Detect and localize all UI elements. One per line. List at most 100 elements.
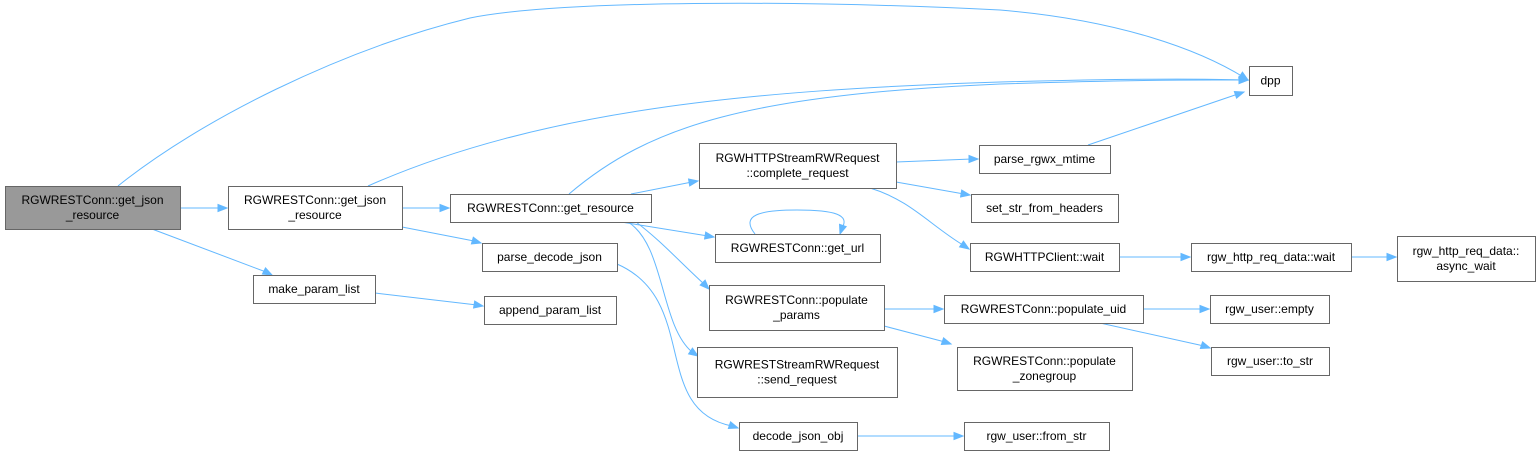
- node-rgwreststreamrwrequest-send-request[interactable]: RGWRESTStreamRWRequest::send_request: [697, 347, 898, 398]
- node-box: [1210, 295, 1330, 324]
- node-rgw-user-from-str[interactable]: rgw_user::from_str: [964, 422, 1110, 451]
- node-box: [1249, 66, 1293, 96]
- nodes-layer: RGWRESTConn::get_json_resourceRGWRESTCon…: [5, 66, 1536, 451]
- node-rgw-user-to-str[interactable]: rgw_user::to_str: [1211, 347, 1330, 376]
- node-append-param-list[interactable]: append_param_list: [484, 296, 617, 325]
- arrowhead: [687, 347, 700, 357]
- edge-n4-n9: [635, 221, 710, 290]
- node-label: async_wait: [1436, 259, 1496, 273]
- node-box: [699, 143, 897, 189]
- edge-n14-n18: [1119, 252, 1192, 262]
- node-label: make_param_list: [268, 282, 360, 296]
- edge-n8-n8: [749, 209, 848, 236]
- node-box: [971, 194, 1119, 223]
- node-rgwrestconn-populate-uid[interactable]: RGWRESTConn::populate_uid: [944, 295, 1144, 324]
- node-set-str-from-headers[interactable]: set_str_from_headers: [971, 194, 1119, 223]
- node-box: [253, 275, 376, 304]
- node-parse-decode-json[interactable]: parse_decode_json: [482, 243, 618, 272]
- node-rgwrestconn-get-url[interactable]: RGWRESTConn::get_url: [715, 234, 881, 263]
- node-label: RGWRESTConn::get_url: [731, 241, 864, 255]
- arrowhead: [699, 279, 710, 290]
- node-box: [1211, 347, 1330, 376]
- edge-n18-n21: [1351, 252, 1398, 262]
- edge-line: [749, 209, 845, 235]
- node-rgwrestconn-get-json-resource[interactable]: RGWRESTConn::get_json_resource: [5, 186, 181, 230]
- node-box: [709, 285, 885, 331]
- edge-line: [627, 221, 693, 353]
- arrowhead: [953, 431, 965, 441]
- edge-line: [367, 78, 1244, 187]
- node-box: [1397, 236, 1536, 282]
- edge-line: [630, 181, 693, 195]
- node-label: rgw_user::empty: [1225, 302, 1314, 316]
- edge-n7-n13: [895, 181, 972, 198]
- node-label: ::send_request: [757, 373, 837, 387]
- node-rgwhttpclient-wait[interactable]: RGWHTTPClient::wait: [970, 243, 1120, 272]
- node-label: rgw_http_req_data::wait: [1207, 250, 1336, 264]
- edge-n15-n20: [1099, 322, 1212, 350]
- arrowhead: [439, 203, 451, 213]
- node-label: set_str_from_headers: [986, 201, 1103, 215]
- node-label: RGWRESTConn::populate_uid: [961, 302, 1126, 316]
- arrowhead: [687, 178, 700, 187]
- arrowhead: [1199, 304, 1211, 314]
- arrowhead: [1180, 252, 1192, 262]
- edge-line: [568, 79, 1244, 195]
- node-label: RGWRESTConn::get_resource: [467, 201, 634, 215]
- node-box: [957, 347, 1133, 391]
- node-label: dpp: [1260, 74, 1280, 88]
- node-rgw-http-req-data-wait[interactable]: rgw_http_req_data::wait: [1191, 243, 1352, 272]
- node-label: _resource: [287, 208, 342, 222]
- node-label: rgw_user::from_str: [986, 429, 1086, 443]
- edge-line: [635, 221, 705, 285]
- arrowhead: [703, 231, 716, 240]
- node-label: append_param_list: [499, 303, 602, 317]
- arrowhead: [933, 304, 945, 314]
- edge-n1-n4: [402, 203, 451, 213]
- node-label: decode_json_obj: [753, 429, 844, 443]
- node-box: [944, 295, 1144, 324]
- arrowhead: [1199, 340, 1212, 350]
- edge-line: [401, 226, 475, 242]
- edge-n15-n19: [1143, 304, 1211, 314]
- edge-line: [869, 187, 964, 246]
- node-label: RGWRESTConn::get_json: [21, 193, 163, 207]
- edge-n0-n1: [180, 203, 229, 213]
- node-decode-json-obj[interactable]: decode_json_obj: [739, 422, 858, 451]
- edge-n4-n10: [627, 221, 700, 357]
- edge-n11-n17: [857, 431, 965, 441]
- node-parse-rgwx-mtime[interactable]: parse_rgwx_mtime: [979, 145, 1111, 174]
- edge-line: [151, 228, 267, 273]
- node-dpp[interactable]: dpp: [1249, 66, 1293, 96]
- node-rgwrestconn-populate-params[interactable]: RGWRESTConn::populate_params: [709, 285, 885, 331]
- node-label: RGWRESTConn::populate: [725, 293, 868, 307]
- node-label: rgw_user::to_str: [1227, 354, 1313, 368]
- edge-n9-n15: [884, 304, 945, 314]
- node-rgwhttpstreamrwrequest-complete-request[interactable]: RGWHTTPStreamRWRequest::complete_request: [699, 143, 897, 189]
- node-make-param-list[interactable]: make_param_list: [253, 275, 376, 304]
- node-box: [450, 194, 652, 223]
- node-box: [970, 243, 1120, 272]
- edge-n12-n2: [1087, 90, 1246, 146]
- edge-n7-n12: [895, 154, 980, 164]
- node-rgwrestconn-get-resource[interactable]: RGWRESTConn::get_resource: [450, 194, 652, 223]
- node-label: parse_rgwx_mtime: [994, 152, 1096, 166]
- edge-n1-n5: [401, 226, 483, 245]
- node-box: [697, 347, 898, 398]
- edge-n3-n6: [374, 292, 485, 309]
- edge-line: [616, 263, 733, 427]
- edge-line: [1099, 322, 1205, 347]
- node-label: RGWRESTConn::populate: [973, 354, 1116, 368]
- node-label: _zonegroup: [1012, 369, 1077, 383]
- node-box: [484, 296, 617, 325]
- node-rgw-user-empty[interactable]: rgw_user::empty: [1210, 295, 1330, 324]
- node-box: [1191, 243, 1352, 272]
- arrowhead: [1233, 90, 1246, 100]
- node-box: [964, 422, 1110, 451]
- arrowhead: [968, 154, 980, 164]
- node-rgwrestconn-populate-zonegroup[interactable]: RGWRESTConn::populate_zonegroup: [957, 347, 1133, 391]
- node-box: [228, 186, 403, 230]
- node-rgw-http-req-data-async-wait[interactable]: rgw_http_req_data::async_wait: [1397, 236, 1536, 282]
- node-rgwrestconn-get-json-resource[interactable]: RGWRESTConn::get_json_resource: [228, 186, 403, 230]
